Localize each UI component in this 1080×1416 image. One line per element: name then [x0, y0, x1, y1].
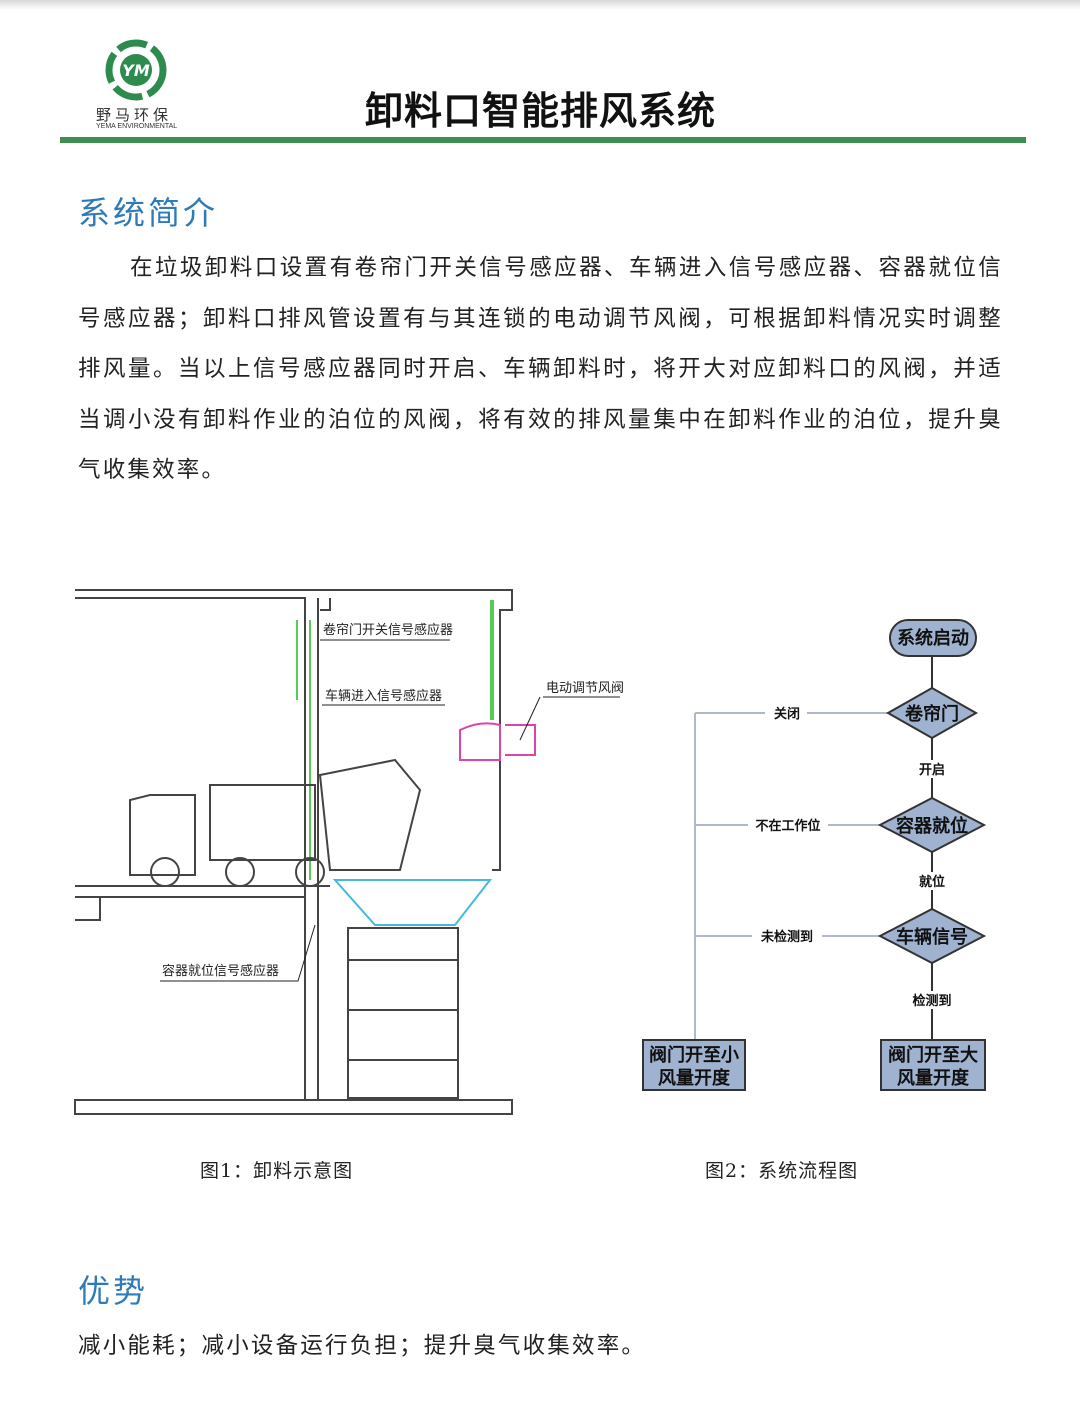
flow-box-small	[642, 1039, 746, 1091]
yema-logo-icon: YM	[105, 39, 167, 101]
d1-text: 卷帘门	[904, 703, 959, 725]
logo-text-cn: 野马环保	[96, 106, 173, 124]
start-text: 系统启动	[897, 627, 969, 649]
flow-diamond-vehicle	[877, 907, 987, 965]
intro-paragraph: 在垃圾卸料口设置有卷帘门开关信号感应器、车辆进入信号感应器、容器就位信号感应器；…	[78, 255, 1003, 483]
advantages-heading: 优势	[78, 1272, 149, 1310]
figure2-flowchart: 系统启动 卷帘门 容器就位 车辆信号 阀门开至小 风量开度 阀门开至大 风量开度…	[642, 619, 987, 1091]
intro-heading: 系统简介	[78, 194, 219, 232]
small-text-1: 阀门开至小	[649, 1044, 739, 1066]
flow-diamond-door	[885, 686, 979, 740]
logo-text-en: YEMA ENVIRONMENTAL	[96, 123, 178, 130]
flow-box-large	[880, 1039, 986, 1091]
small-text-2: 风量开度	[658, 1067, 731, 1089]
d3-text: 车辆信号	[896, 926, 968, 948]
figures: 卷帘门开关信号感应器 车辆进入信号感应器 电动调节风阀 容器就位信号感应器 系统…	[74, 589, 987, 1115]
advantages-text: 减小能耗；减小设备运行负担；提升臭气收集效率。	[78, 1333, 647, 1359]
figure1-caption: 图1：卸料示意图	[200, 1160, 354, 1182]
edge-detected: 检测到	[912, 993, 951, 1009]
figure1-leader-lines	[160, 639, 620, 982]
figure1-unloading-diagram	[74, 589, 536, 1115]
top-shade	[0, 0, 1080, 10]
header-divider	[60, 137, 1026, 143]
figure2-caption: 图2：系统流程图	[705, 1160, 859, 1182]
edge-not-in-pos: 不在工作位	[755, 818, 820, 834]
edge-not-detected: 未检测到	[760, 929, 813, 945]
large-text-2: 风量开度	[897, 1067, 970, 1089]
edge-closed: 关闭	[774, 706, 800, 722]
label-valve: 电动调节风阀	[546, 681, 624, 696]
label-door-sensor: 卷帘门开关信号感应器	[323, 622, 453, 638]
edge-open: 开启	[919, 762, 945, 778]
edge-in-pos: 就位	[919, 874, 945, 890]
page-title: 卸料口智能排风系统	[365, 89, 717, 133]
large-text-1: 阀门开至大	[888, 1044, 978, 1066]
label-vehicle-sensor: 车辆进入信号感应器	[325, 688, 442, 704]
flow-diamond-container	[877, 796, 987, 854]
d2-text: 容器就位	[896, 815, 968, 837]
flow-start-node	[889, 619, 977, 657]
svg-text:YM: YM	[122, 61, 150, 80]
label-container-sensor: 容器就位信号感应器	[162, 963, 279, 979]
